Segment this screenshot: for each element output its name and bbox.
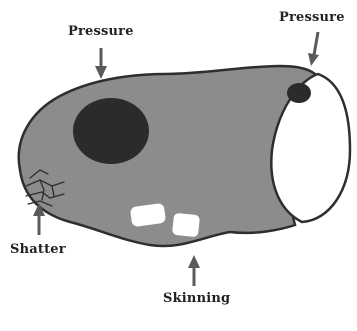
pressure-bruise-spot bbox=[73, 98, 149, 164]
arrow-pressure-left bbox=[95, 48, 107, 79]
label-pressure-left: Pressure bbox=[68, 24, 134, 39]
arrow-pressure-right bbox=[308, 32, 319, 66]
pressure-bruise-spot-small bbox=[287, 83, 311, 103]
label-skinning: Skinning bbox=[163, 291, 230, 306]
arrow-skinning bbox=[188, 255, 200, 286]
label-pressure-right: Pressure bbox=[279, 10, 345, 25]
skinning-patch bbox=[172, 213, 200, 238]
label-shatter: Shatter bbox=[10, 242, 66, 257]
